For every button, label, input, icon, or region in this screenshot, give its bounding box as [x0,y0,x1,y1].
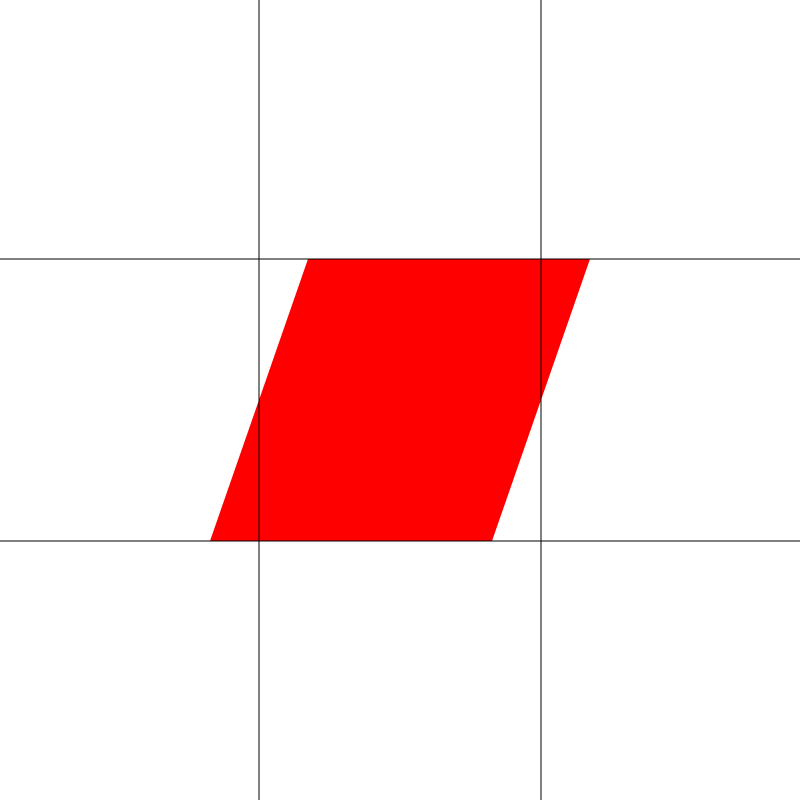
red-parallelogram [210,259,590,541]
